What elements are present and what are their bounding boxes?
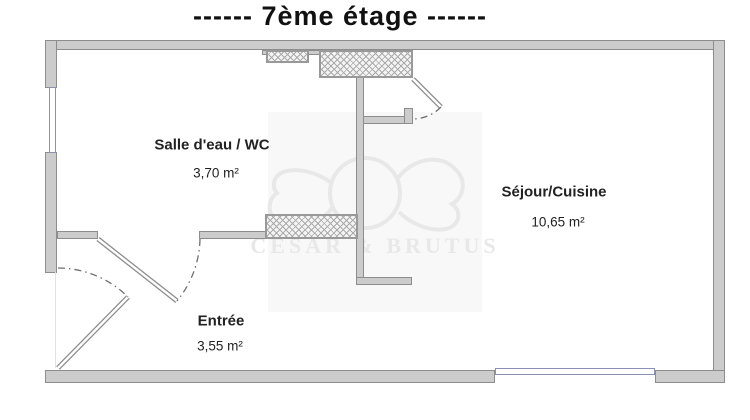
wall-closet-jamb bbox=[404, 108, 413, 124]
room-label-entree: Entrée bbox=[197, 312, 245, 330]
window-left bbox=[49, 87, 56, 153]
wall-bathroom-right bbox=[199, 231, 267, 239]
duct-hatch-top-large bbox=[319, 50, 413, 78]
plan-title: ------ 7ème étage ------ bbox=[193, 1, 487, 31]
door-entrance bbox=[56, 267, 130, 370]
door-bathroom bbox=[96, 237, 201, 303]
door-swing-arc bbox=[176, 238, 201, 302]
wall-right bbox=[713, 40, 725, 383]
wall-bottom-left bbox=[45, 370, 495, 383]
room-area-entree: 3,55 m² bbox=[197, 338, 243, 354]
duct-hatch-middle bbox=[265, 214, 358, 239]
wall-top bbox=[45, 40, 725, 50]
wall-left-upper bbox=[45, 40, 57, 88]
room-label-sejour-cuisine: Séjour/Cuisine bbox=[501, 183, 607, 201]
room-label-salle-deau: Salle d'eau / WC bbox=[154, 136, 270, 154]
room-area-salle-deau: 3,70 m² bbox=[193, 165, 239, 181]
door-threshold-line bbox=[55, 272, 56, 368]
wall-partition-vertical bbox=[356, 74, 364, 285]
wall-partition-bottom-arm bbox=[356, 277, 412, 285]
wall-bottom-right bbox=[655, 370, 725, 383]
window-bottom bbox=[495, 368, 655, 375]
wall-left-mid bbox=[45, 152, 57, 273]
duct-hatch-top-small bbox=[266, 50, 309, 63]
wall-bathroom-left bbox=[57, 231, 98, 239]
door-swing-arc bbox=[57, 267, 129, 298]
room-area-sejour-cuisine: 10,65 m² bbox=[531, 214, 585, 230]
